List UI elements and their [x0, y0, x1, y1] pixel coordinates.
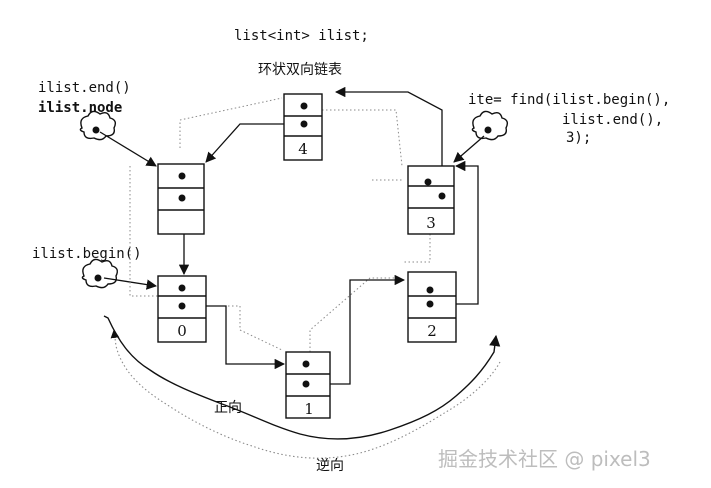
label-backward: 逆向: [316, 458, 344, 474]
list-node-2: 2: [407, 271, 457, 343]
list-node-3: 3: [407, 165, 455, 235]
watermark: 掘金技术社区 @ pixel3: [438, 447, 651, 471]
label-find-line1: ite= find(ilist.begin(),: [468, 92, 670, 108]
list-node-end: [157, 163, 205, 235]
label-node-member: ilist.node: [38, 100, 122, 116]
label-find-line2: ilist.end(),: [562, 112, 663, 128]
backward-direction-arrow: [110, 329, 501, 459]
label-forward: 正向: [214, 400, 242, 416]
title-code: list<int> ilist;: [234, 28, 369, 44]
cloud-icon-end: [79, 110, 117, 141]
list-node-4: 4: [283, 93, 323, 161]
forward-direction-arrow: [103, 315, 501, 440]
node-value-1: 1: [304, 400, 314, 418]
cloud-icon-begin: [81, 258, 119, 289]
node-value-0: 0: [177, 322, 187, 340]
label-begin-call: ilist.begin(): [32, 246, 142, 262]
label-end-call: ilist.end(): [38, 80, 131, 96]
arrow-ite-to-n3: [453, 135, 485, 163]
node-value-3: 3: [426, 214, 436, 232]
node-value-2: 2: [427, 322, 437, 340]
cloud-icon-ite: [471, 110, 509, 141]
label-find-line3: 3);: [566, 130, 591, 146]
title-subtitle: 环状双向链表: [258, 62, 342, 78]
list-node-0: 0: [157, 275, 207, 343]
node-value-4: 4: [298, 140, 308, 158]
list-node-1: 1: [285, 351, 331, 419]
arrow-end-to-node: [99, 131, 157, 167]
